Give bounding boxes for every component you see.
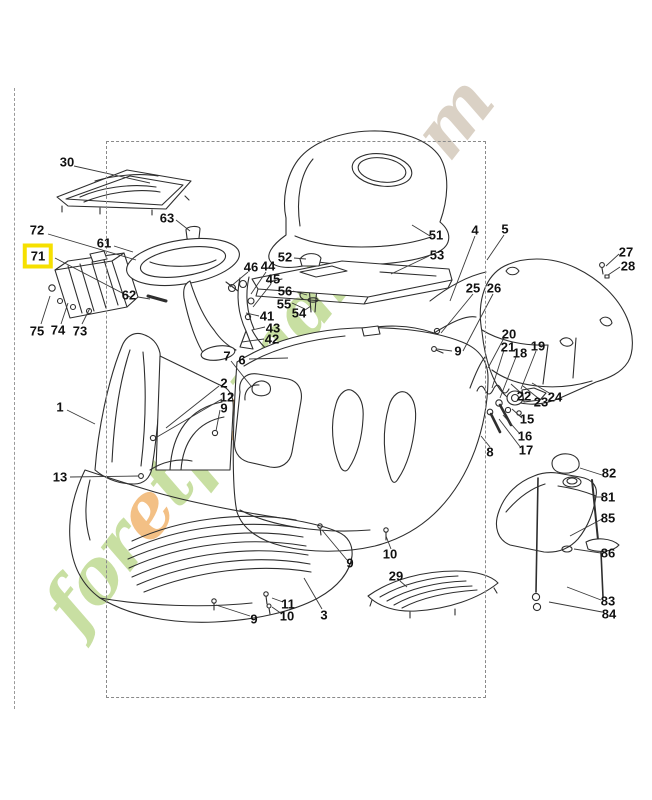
part-callout: 62 bbox=[121, 287, 137, 303]
part-callout: 27 bbox=[618, 244, 634, 260]
part-callout: 83 bbox=[600, 593, 616, 609]
part-callout: 9 bbox=[346, 555, 354, 571]
part-callout: 12 bbox=[219, 389, 235, 405]
part-callout: 18 bbox=[512, 345, 528, 361]
part-callout: 52 bbox=[277, 249, 293, 265]
part-callout: 5 bbox=[501, 221, 509, 237]
part-callout: 75 bbox=[29, 323, 45, 339]
part-callout: 17 bbox=[518, 442, 534, 458]
part-front-tower bbox=[94, 332, 234, 485]
part-callout: 61 bbox=[96, 235, 112, 251]
part-callout: 16 bbox=[517, 428, 533, 444]
part-callout: 9 bbox=[220, 400, 228, 416]
part-callout: 73 bbox=[72, 323, 88, 339]
part-callout: 81 bbox=[600, 489, 616, 505]
part-top-grille bbox=[56, 169, 192, 216]
part-callout: 72 bbox=[29, 222, 45, 238]
part-callout: 25 bbox=[465, 280, 481, 296]
part-callout: 24 bbox=[547, 389, 563, 405]
part-callout: 9 bbox=[454, 343, 462, 359]
part-callout: 21 bbox=[500, 339, 516, 355]
part-callout: 19 bbox=[530, 338, 546, 354]
part-callout: 84 bbox=[601, 606, 617, 622]
part-callout: 9 bbox=[250, 611, 258, 627]
part-callout: 51 bbox=[428, 227, 444, 243]
part-callout: 10 bbox=[382, 546, 398, 562]
part-callout: 22 bbox=[516, 388, 532, 404]
part-callout: 4 bbox=[471, 222, 479, 238]
part-callout: 8 bbox=[486, 444, 494, 460]
part-callout: 23 bbox=[533, 394, 549, 410]
part-callout: 13 bbox=[52, 469, 68, 485]
part-callout: 11 bbox=[281, 596, 295, 612]
part-callout: 43 bbox=[265, 320, 281, 336]
part-callout: 2 bbox=[220, 375, 228, 391]
part-callout: 54 bbox=[291, 305, 307, 321]
part-lower-body bbox=[69, 469, 353, 623]
part-callout: 20 bbox=[501, 326, 517, 342]
part-callout: 1 bbox=[56, 399, 64, 415]
part-callout: 6 bbox=[238, 352, 246, 368]
part-callout: 45 bbox=[265, 271, 281, 287]
page-edge-dashed-line bbox=[14, 88, 15, 709]
part-callout: 85 bbox=[600, 510, 616, 526]
part-callout: 53 bbox=[429, 247, 445, 263]
part-callout: 3 bbox=[320, 607, 328, 623]
leader-lines bbox=[40, 165, 621, 617]
diagram-boundary-box bbox=[106, 141, 486, 698]
part-callout: 56 bbox=[277, 283, 293, 299]
part-callout: 82 bbox=[601, 465, 617, 481]
part-access-panel bbox=[234, 373, 302, 468]
part-callout: 44 bbox=[260, 258, 276, 274]
part-callout: 7 bbox=[223, 348, 231, 364]
part-callout-highlighted: 71 bbox=[22, 243, 54, 269]
part-callout: 63 bbox=[159, 210, 175, 226]
part-callout: 26 bbox=[486, 280, 502, 296]
part-callout: 15 bbox=[519, 411, 535, 427]
part-steering-wheel bbox=[126, 237, 240, 361]
part-callout: 41 bbox=[259, 308, 275, 324]
part-callout: 74 bbox=[50, 322, 66, 338]
part-callout: 46 bbox=[243, 259, 259, 275]
part-callout: 55 bbox=[276, 296, 292, 312]
part-seat bbox=[268, 130, 450, 268]
part-callout: 42 bbox=[264, 331, 280, 347]
part-callout: 29 bbox=[388, 568, 404, 584]
part-fuel-tank bbox=[495, 453, 620, 612]
part-callout: 10 bbox=[279, 608, 295, 624]
part-callout: 86 bbox=[600, 545, 616, 561]
part-seat-plate bbox=[251, 253, 453, 305]
part-callout: 30 bbox=[59, 154, 75, 170]
part-callout: 28 bbox=[620, 258, 636, 274]
